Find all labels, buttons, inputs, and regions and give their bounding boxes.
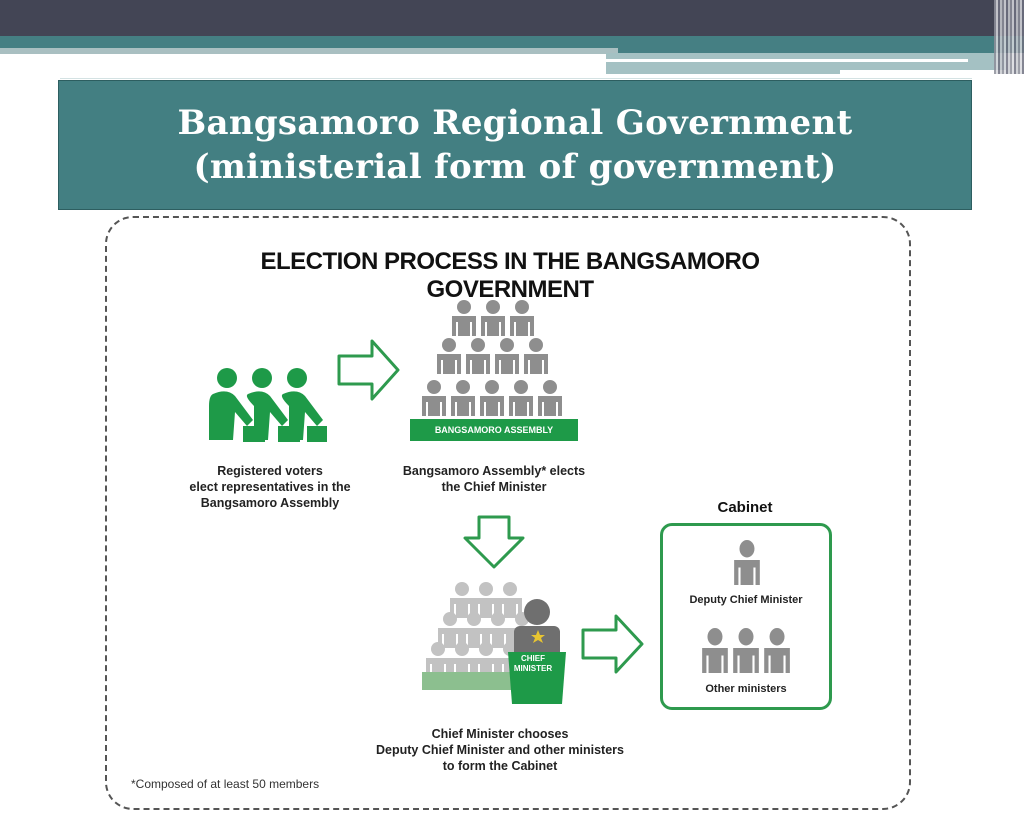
caption-line: Bangsamoro Assembly* elects xyxy=(402,464,586,478)
header-white-line-2 xyxy=(840,70,1020,74)
voters-icon xyxy=(209,368,327,442)
podium-label-line: MINISTER xyxy=(513,664,553,673)
slide-title-box: Bangsamoro Regional Government (minister… xyxy=(58,80,972,210)
header-light-band-right xyxy=(606,53,1006,74)
caption-line: to form the Cabinet xyxy=(442,759,558,773)
caption-line: Registered voters xyxy=(217,464,323,478)
header-light-band xyxy=(0,48,618,54)
step1-caption: Registered voters elect representatives … xyxy=(170,463,370,511)
cabinet-title: Cabinet xyxy=(717,499,773,516)
diagram-frame xyxy=(105,216,911,810)
header-bar xyxy=(0,0,1024,36)
slide-title-line2: (ministerial form of government) xyxy=(193,147,837,187)
assembly-bar: BANGSAMORO ASSEMBLY xyxy=(410,419,578,441)
deputy-minister-icon xyxy=(734,540,760,585)
ministers-icon xyxy=(702,628,790,673)
caption-line: elect representatives in the xyxy=(189,480,351,494)
cabinet-box xyxy=(660,523,832,710)
caption-line: Deputy Chief Minister and other minister… xyxy=(376,743,624,757)
assembly-icon xyxy=(422,300,562,416)
podium-label: CHIEF MINISTER xyxy=(508,654,558,674)
arrow-right-icon xyxy=(337,339,400,401)
header-stripes xyxy=(994,0,1024,74)
footnote: *Composed of at least 50 members xyxy=(131,777,320,791)
step3-caption: Chief Minister chooses Deputy Chief Mini… xyxy=(360,726,640,774)
deputy-label: Deputy Chief Minister xyxy=(689,594,803,606)
diagram-title: ELECTION PROCESS IN THE BANGSAMORO GOVER… xyxy=(260,248,760,303)
caption-line: Chief Minister chooses xyxy=(431,727,569,741)
step2-caption: Bangsamoro Assembly* elects the Chief Mi… xyxy=(394,463,594,495)
header-white-line xyxy=(606,59,968,62)
caption-line: Bangsamoro Assembly xyxy=(200,496,340,510)
ministers-label: Other ministers xyxy=(705,683,787,695)
divider xyxy=(60,78,972,79)
arrow-right-icon xyxy=(581,614,644,674)
chief-minister-podium-icon xyxy=(422,582,566,704)
caption-line: the Chief Minister xyxy=(441,480,547,494)
slide-title-line1: Bangsamoro Regional Government xyxy=(177,103,853,143)
arrow-down-icon xyxy=(463,515,525,569)
podium-label-line: CHIEF xyxy=(521,654,545,663)
